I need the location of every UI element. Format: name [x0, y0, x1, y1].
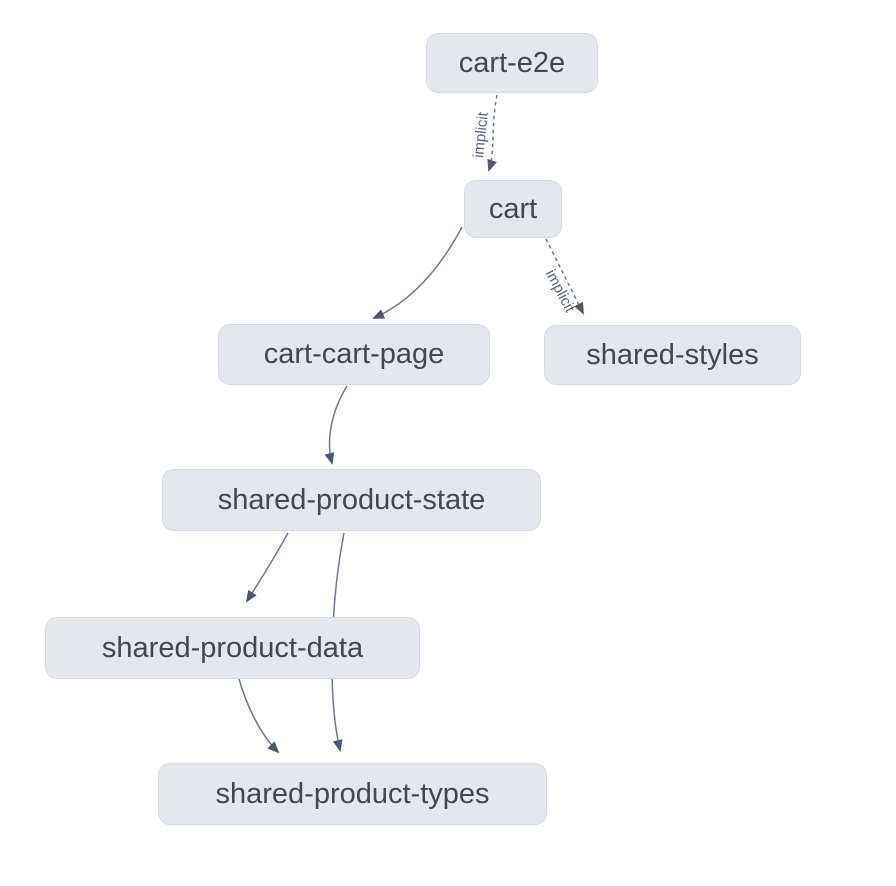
node-shared-product-data-label: shared-product-data	[101, 631, 364, 664]
node-shared-product-state-label: shared-product-state	[217, 483, 486, 516]
node-cart-e2e[interactable]: cart-e2e	[426, 33, 598, 93]
node-cart-e2e-label: cart-e2e	[458, 46, 566, 79]
node-shared-product-types-label: shared-product-types	[215, 777, 490, 810]
edge-cart-to-cart-cart-page[interactable]	[372, 226, 463, 319]
edge-cart-cart-page-to-shared-product-state[interactable]	[324, 385, 348, 465]
node-shared-product-types[interactable]: shared-product-types	[158, 763, 547, 825]
node-cart-cart-page[interactable]: cart-cart-page	[218, 324, 490, 385]
edge-shared-product-state-to-shared-product-data[interactable]	[245, 532, 289, 603]
node-cart-cart-page-label: cart-cart-page	[263, 338, 445, 370]
node-shared-product-state[interactable]: shared-product-state	[162, 469, 541, 531]
edge-cart-e2e-to-cart[interactable]	[487, 94, 498, 172]
edge-shared-product-data-to-shared-product-types[interactable]	[238, 678, 280, 754]
node-shared-product-data[interactable]: shared-product-data	[45, 617, 420, 679]
node-shared-styles-label: shared-styles	[586, 338, 759, 371]
node-cart-label: cart	[488, 192, 538, 225]
node-shared-styles[interactable]: shared-styles	[544, 325, 801, 385]
node-cart[interactable]: cart	[464, 180, 562, 238]
